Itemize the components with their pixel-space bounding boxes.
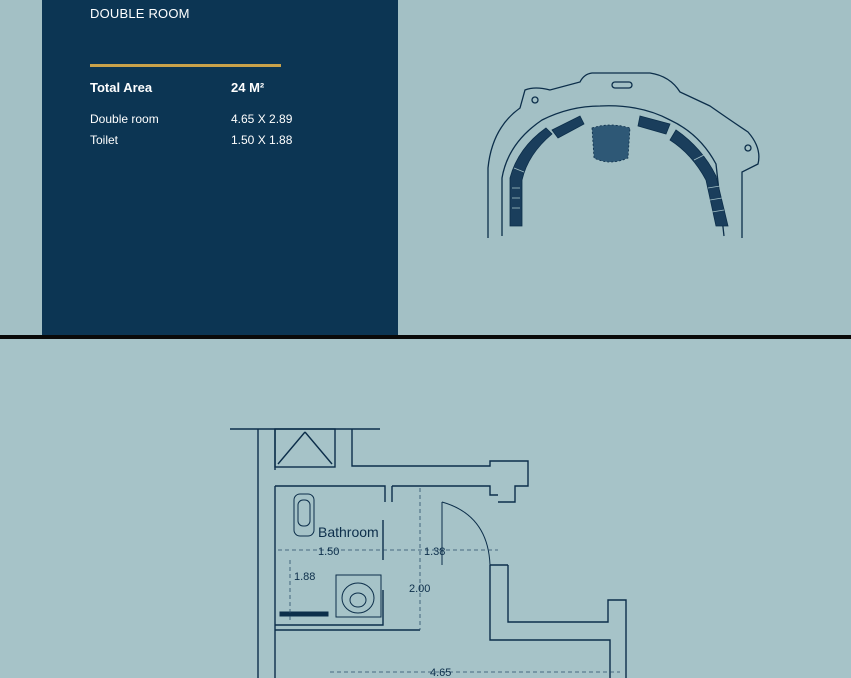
room-name: Double room <box>90 112 159 126</box>
total-area-label: Total Area <box>90 80 153 95</box>
room-size: 1.50 X 1.88 <box>231 133 293 147</box>
dimension-label: 1.38 <box>424 546 445 558</box>
dimension-label: 4.65 <box>430 667 451 678</box>
unit-floor-plan: Bathroom 1.50 1.38 1.88 2.00 4.65 <box>230 428 627 678</box>
room-size: 4.65 X 2.89 <box>231 112 293 126</box>
info-panel: DOUBLE ROOM Total Area 24 M² Double room… <box>42 0 398 335</box>
accent-divider <box>90 64 281 67</box>
floor-plan-section: Bathroom 1.50 1.38 1.88 2.00 4.65 <box>0 339 851 678</box>
dimension-label: 1.50 <box>318 546 339 558</box>
room-label: Bathroom <box>318 524 379 540</box>
room-name: Toilet <box>90 133 119 147</box>
top-section: DOUBLE ROOM Total Area 24 M² Double room… <box>0 0 851 335</box>
dimension-label: 1.88 <box>294 571 315 583</box>
total-area-value: 24 M² <box>231 80 265 95</box>
dimension-label: 2.00 <box>409 583 430 595</box>
building-key-plan <box>487 72 760 238</box>
room-type-label: DOUBLE ROOM <box>90 6 190 21</box>
section-divider <box>0 335 851 339</box>
